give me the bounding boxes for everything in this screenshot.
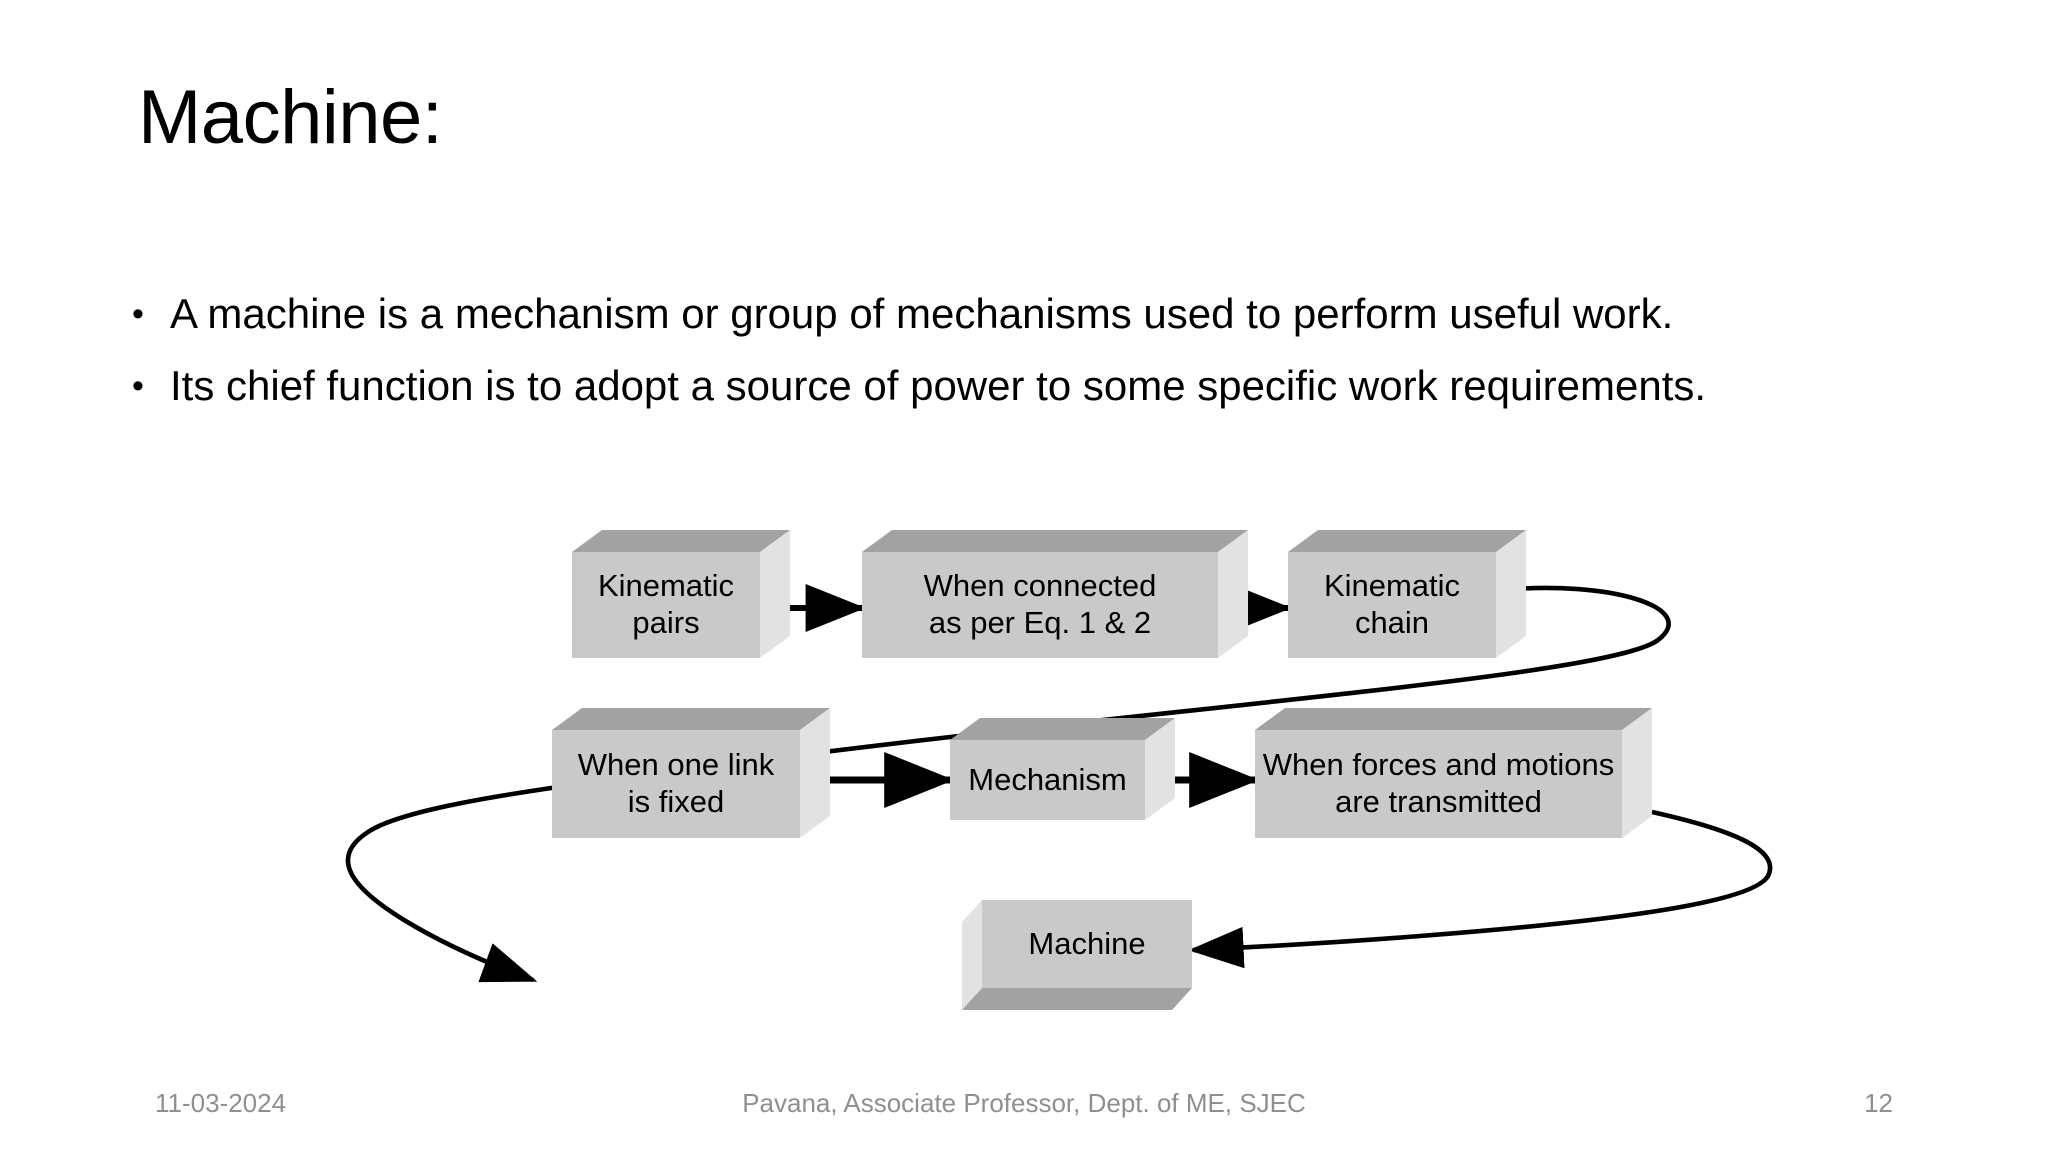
bullet-list: • A machine is a mechanism or group of m… (126, 278, 1926, 422)
list-item: • A machine is a mechanism or group of m… (126, 278, 1926, 350)
box-3d-faces (1288, 530, 1526, 658)
node-label: Machine (982, 900, 1192, 988)
node-label: Mechanism (950, 740, 1145, 820)
node-mechanism: Mechanism (950, 718, 1175, 820)
box-3d-faces (1255, 708, 1652, 838)
box-3d-faces (962, 900, 1192, 1010)
bullet-marker-icon: • (132, 367, 144, 405)
slide-footer: 11-03-2024 Pavana, Associate Professor, … (0, 1062, 2048, 1152)
box-3d-faces (950, 718, 1175, 820)
footer-credit: Pavana, Associate Professor, Dept. of ME… (742, 1088, 1306, 1118)
box-3d-faces (552, 708, 830, 838)
list-item-text: Its chief function is to adopt a source … (170, 362, 1707, 409)
page-title: Machine: (138, 75, 443, 160)
list-item: • Its chief function is to adopt a sourc… (126, 350, 1926, 422)
edge-when-forces-to-machine (1188, 809, 1773, 969)
list-item-text: A machine is a mechanism or group of mec… (170, 290, 1674, 337)
footer-page-number: 12 (1864, 1088, 1893, 1118)
footer-date: 11-03-2024 (155, 1088, 287, 1118)
box-3d-faces (572, 530, 790, 658)
bullet-marker-icon: • (132, 295, 144, 333)
node-machine: Machine (962, 900, 1192, 1010)
